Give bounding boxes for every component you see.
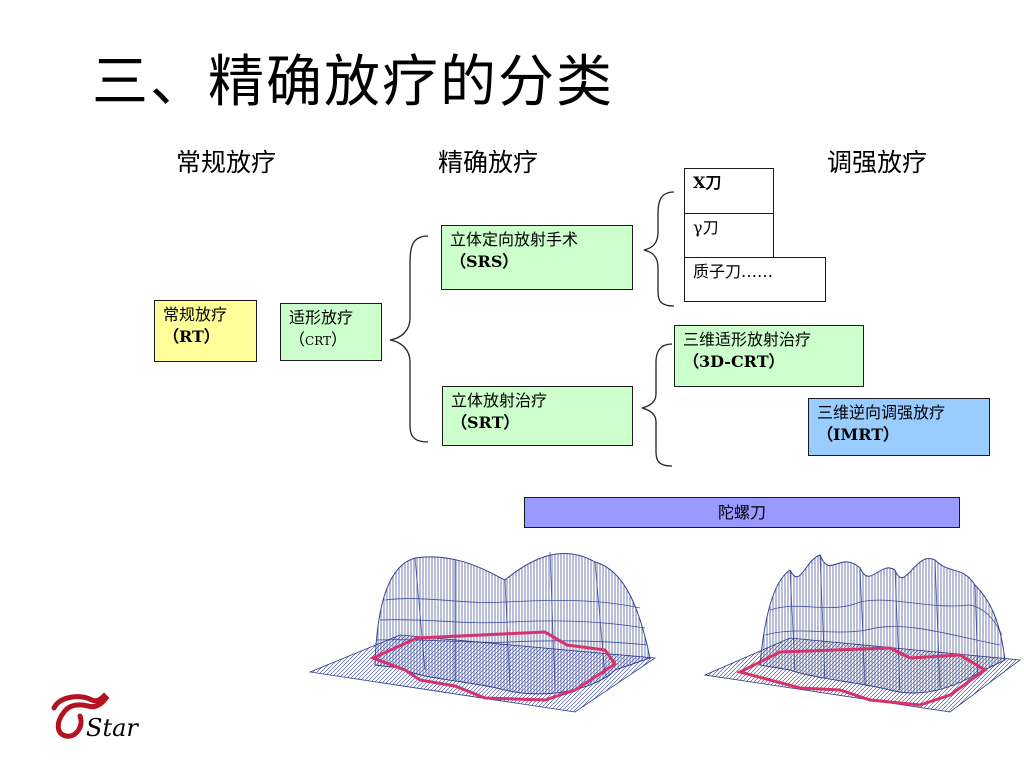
box-crt-line1: 适形放疗 [289, 308, 354, 327]
box-srt-line2: （SRT） [451, 413, 520, 432]
box-gamma: γ刀 [684, 213, 774, 258]
box-3dcrt-line1: 三维适形放射治疗 [683, 330, 812, 349]
page-title: 三、精确放疗的分类 [92, 50, 614, 115]
box-srs-line1: 立体定向放射手术 [450, 230, 579, 249]
box-srs-line2: （SRS） [450, 252, 519, 271]
box-crt-line2: （CRT） [289, 329, 373, 352]
box-gyro: 陀螺刀 [524, 497, 960, 528]
mesh-surface-right [759, 554, 1006, 694]
box-crt-open: （ [289, 330, 306, 349]
box-srs: 立体定向放射手术 （SRS） [441, 225, 633, 290]
box-imrt: 三维逆向调强放疗 （IMRT） [808, 398, 990, 456]
box-xknife: X刀 [684, 168, 774, 214]
mesh-conformal [308, 551, 657, 713]
bracket-crt [389, 235, 429, 443]
logo: Star [40, 686, 150, 750]
box-crt-abbr: CRT [305, 334, 332, 348]
box-crt: 适形放疗 （CRT） [280, 303, 382, 361]
header-imrt: 调强放疗 [827, 148, 928, 177]
header-conventional: 常规放疗 [176, 148, 277, 177]
box-imrt-line2: （IMRT） [817, 425, 900, 444]
box-3dcrt-line2: （3D-CRT） [683, 352, 785, 371]
logo-text: Star [86, 714, 139, 742]
mesh-target-outline [369, 630, 618, 702]
header-precise: 精确放疗 [438, 148, 539, 177]
bracket-srt [641, 343, 673, 467]
box-crt-close: ） [331, 330, 348, 349]
box-rt-line2: （RT） [163, 327, 220, 346]
box-proton: 质子刀…… [684, 257, 826, 302]
box-srt-line1: 立体放射治疗 [451, 391, 548, 410]
bracket-srs [643, 191, 675, 307]
box-rt-line1: 常规放疗 [163, 305, 228, 324]
box-srt: 立体放射治疗 （SRT） [442, 386, 633, 446]
box-imrt-line1: 三维逆向调强放疗 [817, 403, 946, 422]
logo-mark: Star [51, 692, 139, 742]
mesh-imrt [703, 554, 1022, 713]
mesh-target-outline-right [735, 646, 988, 707]
box-rt: 常规放疗 （RT） [154, 300, 257, 362]
box-3dcrt: 三维适形放射治疗 （3D-CRT） [674, 325, 864, 387]
